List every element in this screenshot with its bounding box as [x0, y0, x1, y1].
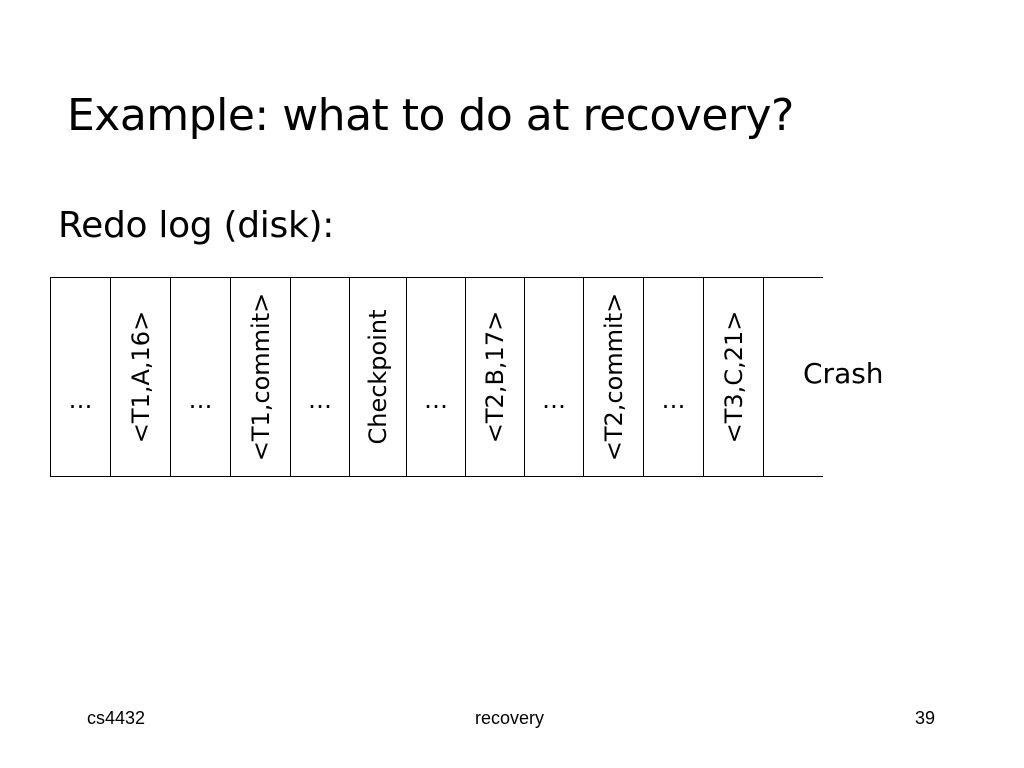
- log-cell-empty: [763, 278, 823, 476]
- footer-topic: recovery: [475, 708, 545, 728]
- log-entry-checkpoint: Checkpoint: [364, 309, 392, 445]
- log-entry-ellipsis: …: [424, 386, 448, 414]
- log-cell: …: [290, 278, 349, 476]
- log-entry-t1-commit: <T1,commit>: [246, 292, 275, 462]
- log-cell: Checkpoint: [349, 278, 406, 476]
- log-cell: …: [170, 278, 230, 476]
- crash-label: Crash: [803, 357, 884, 390]
- log-cell: <T2,commit>: [583, 278, 643, 476]
- log-cell: <T3,C,21>: [703, 278, 763, 476]
- slide-subtitle: Redo log (disk):: [58, 205, 335, 246]
- log-cell: …: [406, 278, 465, 476]
- log-entry-t2-commit: <T2,commit>: [599, 292, 628, 462]
- log-entry-ellipsis: …: [542, 386, 566, 414]
- log-entry-t2-b-17: <T2,B,17>: [481, 310, 509, 444]
- log-cell: …: [524, 278, 583, 476]
- log-cell: <T1,A,16>: [110, 278, 170, 476]
- log-entry-t1-a-16: <T1,A,16>: [126, 310, 155, 444]
- log-cell: …: [50, 278, 110, 476]
- footer-course: cs4432: [87, 708, 146, 728]
- log-entry-t3-c-21: <T3,C,21>: [719, 310, 748, 444]
- log-entry-ellipsis: …: [68, 386, 93, 414]
- log-cell: <T2,B,17>: [465, 278, 524, 476]
- log-entry-ellipsis: …: [661, 386, 686, 414]
- log-cell: <T1,commit>: [230, 278, 290, 476]
- redo-log-table: … <T1,A,16> … <T1,commit> … Checkpoint ……: [50, 277, 823, 477]
- log-entry-ellipsis: …: [188, 386, 213, 414]
- slide-title: Example: what to do at recovery?: [67, 90, 794, 141]
- footer-page-number: 39: [915, 708, 936, 728]
- log-cell: …: [643, 278, 703, 476]
- log-entry-ellipsis: …: [308, 386, 332, 414]
